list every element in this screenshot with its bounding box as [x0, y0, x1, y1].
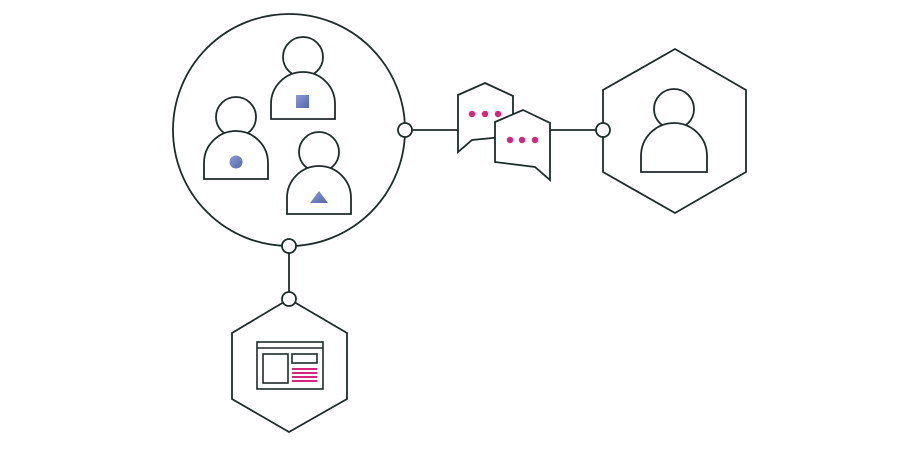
document-node [231, 297, 348, 434]
document-hexagon-outline [231, 297, 348, 434]
web-layout-icon [256, 341, 324, 390]
team-member-circle-body [203, 130, 269, 180]
team-member-circle [203, 96, 269, 180]
team-member-triangle [286, 131, 352, 215]
connection-ports [281, 122, 611, 307]
team-member-square-head [282, 36, 324, 78]
chat-bubble-back-dots [468, 110, 502, 118]
circle-marker-icon [229, 155, 243, 169]
port-team-right [397, 122, 413, 138]
single-user-node [602, 47, 747, 215]
port-user-left [595, 122, 611, 138]
port-team-bottom [281, 238, 297, 254]
team-group-node [172, 13, 406, 247]
connectors [288, 129, 603, 299]
layout-small-block [291, 353, 318, 364]
layout-text-lines [292, 368, 317, 382]
user-icon-body [640, 122, 708, 173]
triangle-marker-icon [310, 191, 328, 203]
layout-image-block [262, 353, 289, 384]
chat-bubble-front [494, 109, 551, 182]
user-icon [640, 88, 708, 173]
square-marker-icon [296, 95, 309, 108]
team-member-triangle-body [286, 165, 352, 215]
port-document-top [281, 291, 297, 307]
chat-bubble-front-dots [506, 136, 539, 144]
chat-bubbles-icon [457, 82, 551, 182]
team-member-square [270, 36, 336, 120]
layout-frame [256, 341, 324, 390]
